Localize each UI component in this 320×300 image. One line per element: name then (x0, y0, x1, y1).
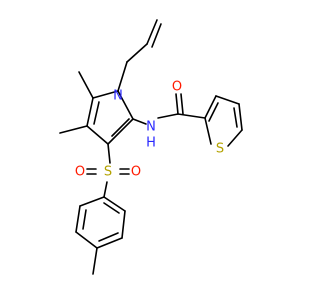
molecule-structure: N N H O S S O O (59, 19, 243, 275)
bond (59, 125, 88, 134)
bond (204, 117, 212, 145)
bond (233, 107, 238, 128)
bond (103, 196, 126, 212)
amide-h-label: H (146, 136, 156, 151)
bonds (59, 19, 243, 275)
bond (75, 231, 98, 249)
atom-labels: N N H O S S O O (75, 80, 224, 180)
bond (215, 95, 240, 105)
bond (227, 129, 243, 147)
carbonyl-o-label: O (172, 80, 182, 95)
bond (107, 118, 134, 145)
bond (86, 97, 94, 127)
bond (208, 102, 219, 122)
bond (132, 118, 147, 125)
bond (111, 118, 130, 137)
bond (93, 101, 100, 125)
bond (92, 247, 98, 275)
sulfonyl-o-left-label: O (75, 165, 85, 180)
bond (204, 95, 217, 119)
bond (157, 113, 179, 119)
bond (96, 237, 123, 249)
sulfonyl-s-label: S (104, 165, 112, 180)
pyrrole-n-label: N (113, 89, 123, 104)
bond (117, 61, 128, 92)
bond (103, 181, 108, 198)
bond (82, 209, 87, 230)
bond (177, 113, 206, 119)
bond (79, 196, 105, 207)
thiophene-s-label: S (216, 142, 224, 157)
bond (175, 93, 179, 115)
bond (151, 23, 162, 48)
bond (107, 143, 111, 164)
bond (103, 202, 120, 214)
bond (146, 19, 158, 45)
bond (92, 90, 119, 99)
bond (75, 205, 81, 233)
bond (86, 125, 109, 145)
bond (121, 210, 126, 239)
amide-n-label: N (146, 120, 156, 135)
bond (238, 103, 243, 131)
bond (98, 232, 119, 242)
bond (78, 71, 94, 99)
bond (180, 93, 184, 115)
sulfonyl-o-right-label: O (131, 165, 141, 180)
bond (117, 90, 134, 120)
bond (126, 43, 148, 63)
